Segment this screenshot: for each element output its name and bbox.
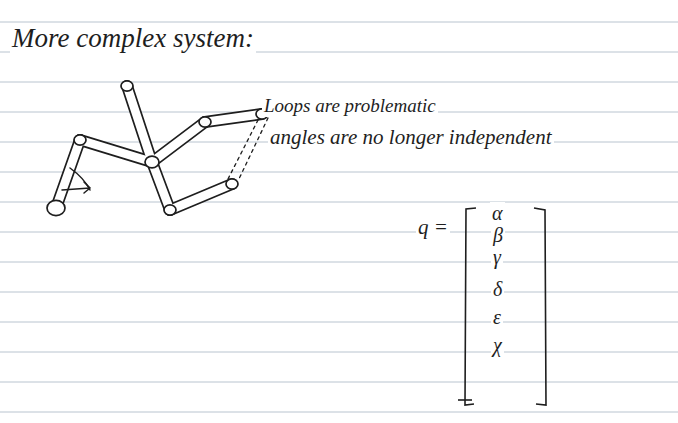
ruled-line: [0, 232, 678, 233]
joint: [145, 156, 159, 168]
vector-entry: χ: [491, 334, 504, 356]
angle-arc: [70, 168, 90, 190]
joint: [164, 205, 176, 215]
linkage-sketch: [47, 81, 268, 216]
ruled-line: [0, 82, 678, 83]
ruled-line: [0, 262, 678, 263]
link-bar: [170, 184, 232, 210]
note-text: angles are no longer independent: [268, 126, 554, 149]
ruled-line: [0, 202, 678, 203]
link-bar-fill: [170, 184, 232, 210]
left-bracket: [465, 208, 476, 405]
ruled-line: [0, 22, 678, 23]
ruled-line: [0, 292, 678, 293]
joint: [226, 179, 238, 189]
note-text: Loops are problematic: [262, 96, 438, 117]
joint: [74, 135, 86, 145]
joint: [47, 200, 65, 215]
vector-entry: α: [490, 202, 505, 224]
link-bar-fill: [205, 114, 262, 122]
link-bar-fill: [80, 140, 152, 162]
vector-entry: γ: [491, 246, 503, 268]
vector-entry: β: [491, 224, 505, 246]
closure-dash: [238, 118, 268, 181]
link-bar: [80, 140, 152, 162]
joint: [199, 117, 211, 127]
joint: [121, 81, 133, 91]
matrix-bracket: [458, 208, 546, 405]
vector-name: q =: [416, 216, 450, 239]
angle-arrow: [62, 182, 90, 193]
bracket-tick: [458, 399, 472, 401]
link-bar-fill: [127, 86, 152, 162]
link-bar: [205, 114, 262, 122]
ruled-line: [0, 322, 678, 323]
link-bar: [152, 162, 170, 210]
link-bar: [152, 122, 205, 162]
vector-entry: δ: [491, 278, 504, 300]
ruled-line: [0, 412, 678, 413]
ruled-lines: [0, 22, 678, 412]
ruled-line: [0, 172, 678, 173]
vector-entry: ε: [491, 306, 503, 328]
ruled-line: [0, 382, 678, 383]
link-bar-fill: [152, 162, 170, 210]
link-bar-fill: [152, 122, 205, 162]
ruled-line: [0, 352, 678, 353]
page-title: More complex system:: [10, 24, 256, 54]
right-bracket: [534, 208, 546, 405]
